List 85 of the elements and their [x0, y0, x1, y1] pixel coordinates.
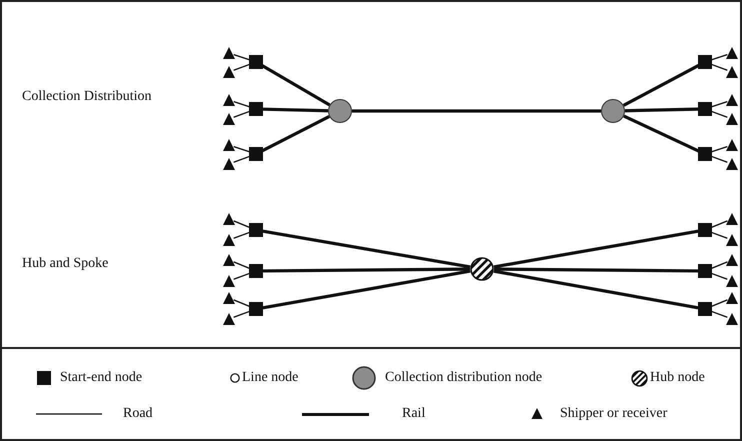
rail-line — [494, 230, 698, 269]
road-line — [233, 272, 250, 280]
row-label: Collection Distribution — [22, 90, 152, 104]
rail-line — [352, 109, 601, 113]
road-line — [711, 220, 728, 228]
shipper-triangle — [726, 113, 738, 125]
shipper-triangle — [726, 66, 738, 78]
start-end-node — [698, 264, 712, 278]
shipper-triangle — [223, 313, 235, 325]
road-line — [711, 54, 728, 60]
shipper-triangle — [726, 47, 738, 59]
road-line — [234, 146, 250, 152]
start-end-node — [698, 223, 712, 237]
road-line — [233, 156, 250, 163]
start-end-node — [249, 302, 263, 316]
hub-node — [470, 257, 494, 281]
shipper-triangle — [726, 254, 738, 266]
shipper-triangle — [223, 275, 235, 287]
rail-line — [261, 64, 330, 106]
shipper-triangle — [726, 94, 738, 106]
rail-line — [262, 268, 470, 273]
road-line — [233, 232, 250, 239]
shipper-triangle — [223, 113, 235, 125]
rail-line — [494, 270, 698, 310]
start-end-node — [249, 264, 263, 278]
road-line — [711, 156, 728, 163]
road-line — [234, 54, 250, 60]
road-line — [234, 100, 250, 108]
rail-line — [262, 115, 330, 152]
start-end-node — [698, 55, 712, 69]
road-line — [711, 232, 728, 239]
rail-line — [622, 64, 700, 107]
shipper-triangle — [726, 313, 738, 325]
start-end-node — [698, 102, 712, 116]
road-line — [233, 261, 250, 269]
rail-line — [494, 268, 698, 273]
road-line — [711, 261, 728, 269]
road-line — [233, 110, 250, 118]
start-end-node — [698, 302, 712, 316]
shipper-triangle — [223, 234, 235, 246]
shipper-triangle — [223, 254, 235, 266]
shipper-triangle — [726, 234, 738, 246]
legend-label: Collection distribution node — [385, 371, 542, 385]
start-end-node — [249, 147, 263, 161]
road-line — [233, 220, 250, 228]
shipper-triangle — [223, 139, 235, 151]
start-end-node — [698, 147, 712, 161]
collection-distribution-node — [328, 99, 352, 123]
legend-label: Hub node — [650, 371, 705, 385]
road-line — [233, 64, 250, 71]
shipper-triangle — [726, 213, 738, 225]
shipper-triangle — [223, 94, 235, 106]
rail-line — [262, 230, 470, 269]
road-line — [711, 272, 728, 280]
legend-label: Shipper or receiver — [560, 407, 668, 421]
start-end-node — [249, 223, 263, 237]
road-line — [711, 64, 728, 71]
road-line — [711, 146, 728, 152]
road-line — [233, 310, 250, 318]
shipper-triangle — [223, 158, 235, 170]
row-label: Hub and Spoke — [22, 257, 108, 271]
shipper-triangle — [726, 292, 738, 304]
shipper-triangle — [726, 275, 738, 287]
road-line — [711, 299, 728, 307]
road-line — [233, 299, 250, 307]
shipper-triangle — [223, 66, 235, 78]
start-end-node — [249, 102, 263, 116]
legend-label: Rail — [402, 407, 426, 421]
shipper-triangle — [726, 139, 738, 151]
legend-label: Line node — [242, 371, 298, 385]
road-line — [711, 110, 728, 118]
rail-line — [624, 108, 698, 112]
legend-label: Start-end node — [60, 371, 142, 385]
shipper-triangle — [223, 47, 235, 59]
rail-line — [262, 108, 328, 112]
shipper-triangle — [223, 292, 235, 304]
shipper-triangle — [726, 158, 738, 170]
start-end-node — [249, 55, 263, 69]
rail-line — [262, 270, 470, 310]
road-line — [711, 100, 728, 108]
collection-distribution-node — [601, 99, 625, 123]
road-line — [711, 310, 728, 318]
legend-label: Road — [123, 407, 153, 421]
rail-line — [623, 114, 700, 152]
shipper-triangle — [223, 213, 235, 225]
